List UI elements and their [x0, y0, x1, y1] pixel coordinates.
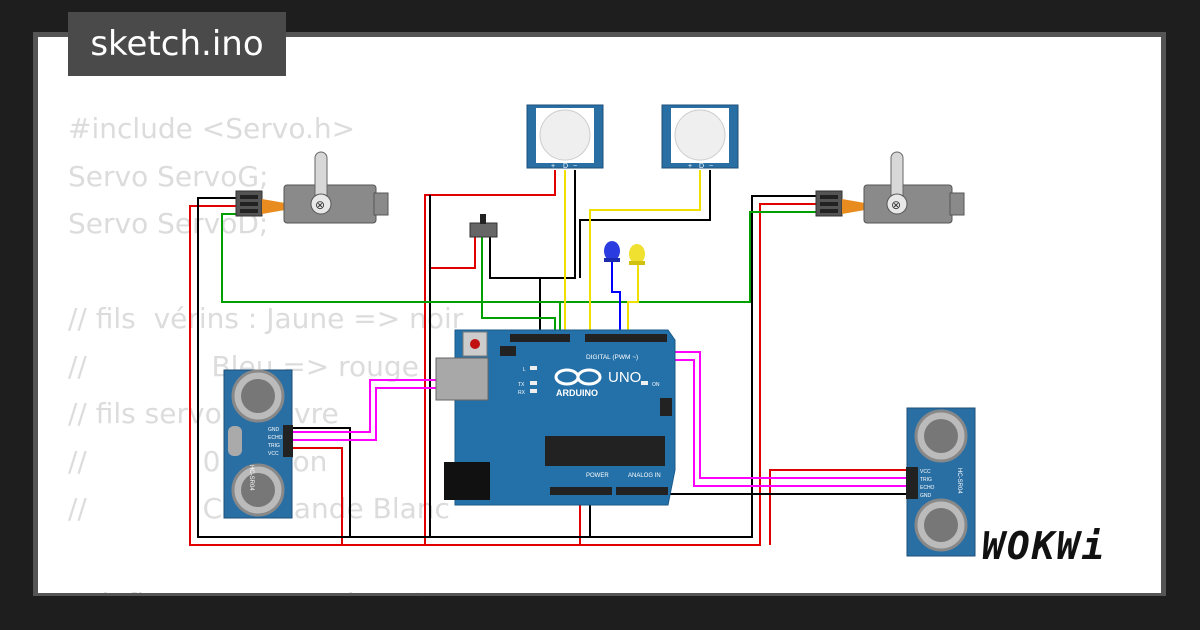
wire-magenta-us-right-1: [639, 335, 918, 479]
us-pin-label: TRIG: [920, 477, 932, 483]
wire-black-us-left: [290, 427, 351, 537]
arduino-uno-board: UNO ARDUINO DIGITAL (PWM ~) POWER ANALOG…: [435, 329, 676, 506]
wire-yellow-pir2: [589, 170, 701, 335]
code-line: // fils vérins : Jaune => noir: [68, 302, 464, 335]
wire-black-pir1: [489, 170, 576, 279]
led-yellow: [629, 244, 645, 265]
us-model-label: HC-SR04: [956, 468, 962, 494]
power-jack: [444, 462, 490, 500]
pir-sensor-right: + D −: [661, 104, 739, 170]
wire-yellow-led: [627, 265, 639, 335]
us-pin-label: GND: [268, 427, 280, 433]
usb-port: [435, 357, 489, 401]
pir-pin-label: +: [688, 163, 692, 170]
pir-pin-label: −: [709, 163, 713, 170]
us-pin-label: GND: [920, 493, 932, 499]
servo-right: ⊗: [815, 151, 965, 224]
wire-black-right-servo: [590, 195, 818, 538]
board-model-label: UNO: [608, 369, 641, 386]
us-pin-label: TRIG: [268, 443, 280, 449]
reset-button-icon: [470, 339, 480, 349]
led-l-label: L: [523, 367, 526, 373]
us-pin-label: VCC: [268, 451, 279, 457]
us-model-label: HC-SR04: [248, 465, 254, 491]
code-line: #include <Servo.h>: [68, 112, 356, 145]
code-line: Servo ServoG;: [68, 159, 269, 193]
slide-switch: [469, 214, 498, 238]
wire-green-switch: [481, 235, 556, 335]
sketch-title: sketch.ino: [68, 12, 286, 76]
code-line: #define Pompe_Droite 12: [68, 580, 463, 593]
pir-pin-label: D: [699, 163, 704, 170]
led-tx-label: TX: [518, 382, 525, 388]
ultrasonic-sensor-left: GND ECHO TRIG VCC HC-SR04: [223, 369, 293, 519]
led-blue: [604, 241, 620, 262]
wokwi-logo: WOKWi: [982, 524, 1107, 568]
wire-red-left-servo: [189, 205, 581, 546]
pir-pin-label: +: [551, 163, 555, 170]
wire-red-us-left: [290, 447, 343, 545]
wire-red-switch: [430, 235, 476, 269]
led-rx-label: RX: [518, 390, 526, 396]
us-pin-label: VCC: [920, 469, 931, 475]
pir-pin-label: D: [563, 163, 568, 170]
wire-red-us-right: [769, 469, 918, 545]
wire-black-pir2: [579, 170, 711, 278]
pir-pin-label: −: [573, 163, 577, 170]
servo-left: ⊗: [235, 151, 389, 224]
power-label: POWER: [586, 473, 609, 479]
pir-sensor-left: + D −: [526, 104, 604, 170]
ultrasonic-sensor-right: VCC TRIG ECHO GND HC-SR04: [906, 407, 976, 557]
wire-red-top: [424, 170, 556, 545]
atmega-chip: [545, 436, 665, 466]
us-pin-label: ECHO: [920, 485, 935, 491]
wire-green-right-servo: [560, 211, 818, 303]
wire-magenta-us-right-2: [647, 335, 918, 487]
wire-blue-led: [611, 262, 621, 335]
led-on-label: ON: [652, 382, 660, 388]
analog-label: ANALOG IN: [628, 473, 661, 479]
servo-horn-icon: ⊗: [891, 198, 901, 212]
servo-horn-icon: ⊗: [315, 198, 325, 212]
wire-black-left-servo: [197, 197, 591, 538]
board-brand-label: ARDUINO: [556, 388, 598, 398]
wire-green-left-servo: [221, 213, 561, 335]
wire-red-right-servo: [580, 203, 818, 546]
digital-header-label: DIGITAL (PWM ~): [586, 354, 638, 361]
us-pin-label: ECHO: [268, 435, 283, 441]
